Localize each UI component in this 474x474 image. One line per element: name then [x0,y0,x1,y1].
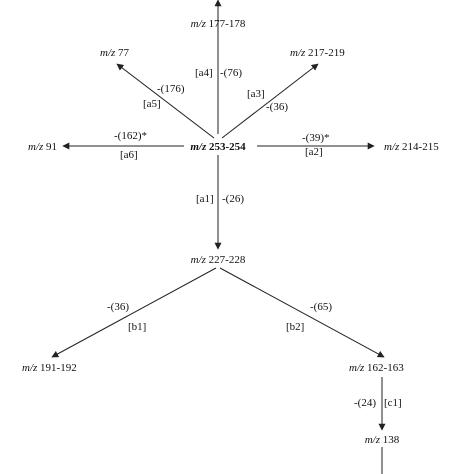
edge-a3-arrow [221,63,319,139]
edge-a3-loss: -(36) [266,101,288,113]
node-top: m/z 177-178 [191,18,246,30]
edge-a6-loss: -(162)* [114,130,147,142]
node-mid: m/z 227-228 [191,254,246,266]
edge-b2-tag: [b2] [286,321,304,333]
edge-b2-loss: -(65) [310,301,332,313]
edge-a1-loss: -(26) [222,193,244,205]
node-c1: m/z 138 [365,434,400,446]
node-b1: m/z 191-192 [22,362,77,374]
edge-c1-loss: -(24) [354,397,376,409]
edge-b2-arrow [219,267,385,358]
edge-a3-tag: [a3] [247,88,265,100]
node-a5: m/z 77 [100,47,130,59]
node-a3: m/z 217-219 [290,47,345,59]
edge-b1-arrow [51,267,217,358]
edge-b1-tag: [b1] [128,321,146,333]
node-a6: m/z 91 [28,141,57,153]
edge-a6-tag: [a6] [120,149,138,161]
edge-a2-tag: [a2] [305,146,323,158]
edge-a4-tag: [a4] [195,67,213,79]
edge-a4-loss: -(76) [220,67,242,79]
edge-c1-tag: [c1] [384,397,402,409]
edge-a5-tag: [a5] [143,98,161,110]
edge-a5-loss: -(176) [157,83,185,95]
node-b2: m/z 162-163 [349,362,404,374]
node-a2: m/z 214-215 [384,141,439,153]
edge-a2-loss: -(39)* [302,132,330,144]
edge-b1-loss: -(36) [107,301,129,313]
edge-a5-arrow [116,63,215,139]
node-center: m/z 253-254 [190,141,246,153]
edge-a1-tag: [a1] [196,193,214,205]
